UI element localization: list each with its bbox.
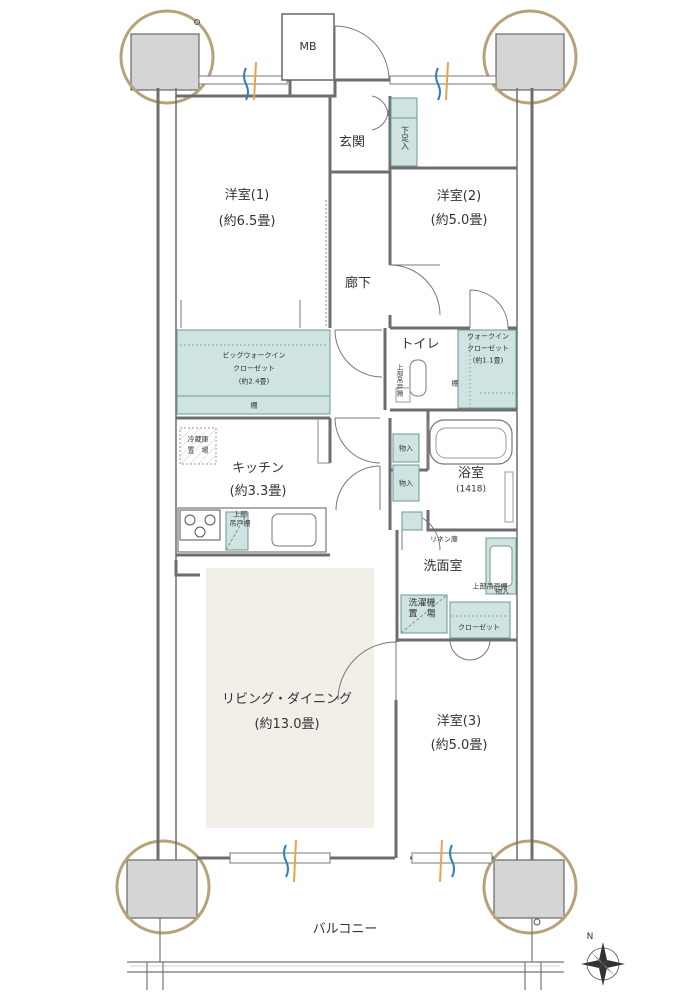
hallway-label: 廊下: [344, 276, 372, 291]
storage-a-label: 物入: [399, 444, 413, 453]
western2-name: 洋室(2): [436, 189, 482, 204]
balcony-label: バルコニー: [312, 922, 378, 937]
walkin-line1: ウォークイン: [467, 332, 509, 341]
structural-columns: [126, 33, 565, 919]
big-walkin-line2: クローゼット: [233, 364, 275, 373]
storage-b-label: 物入: [399, 479, 413, 488]
kitchen-upper-line1: 上部: [233, 510, 247, 519]
fridge-line2: 置 場: [187, 446, 209, 455]
mb-label: MB: [299, 40, 317, 53]
bathroom-size: (1418): [456, 484, 486, 495]
drain-icon: [533, 918, 541, 926]
living-name: リビング・ダイニング: [221, 692, 353, 707]
kitchen-size: (約3.3畳): [229, 484, 287, 499]
closet-3: [449, 601, 511, 639]
toilet-upper-cabinet-label: 上部吊戸棚: [395, 363, 403, 397]
western2-size: (約5.0畳): [430, 213, 488, 228]
mb-box: [281, 13, 335, 81]
washroom-storage-label: 物入: [495, 587, 509, 596]
western1-size: (約6.5畳): [218, 214, 276, 229]
washroom-label: 洗面室: [423, 559, 463, 574]
washroom-upper-label: 上部吊戸棚: [472, 582, 508, 591]
interior-walls: [174, 94, 517, 858]
bathroom-name: 浴室: [457, 466, 485, 481]
western3-name: 洋室(3): [436, 714, 482, 729]
western1-name: 洋室(1): [224, 188, 270, 203]
kitchen-sink: [271, 513, 317, 547]
toilet-label: トイレ: [400, 337, 440, 352]
kitchen-name: キッチン: [231, 461, 285, 476]
column-rings: [115, 9, 578, 935]
shoe-cabinet-label: 下足入: [400, 126, 410, 150]
shoe-cabinet: [390, 97, 418, 167]
closet3-label: クローゼット: [458, 623, 500, 632]
big-walkin-line1: ビッグウォークイン: [222, 351, 286, 360]
toilet-fixture: [409, 359, 427, 397]
walkin-shelf: 棚: [451, 379, 459, 388]
storage-a: [392, 433, 420, 463]
kitchen-upper-line2: 吊戸棚: [229, 519, 251, 528]
storage-b: [392, 464, 420, 502]
walkin-line2: クローゼット: [467, 344, 509, 353]
drain-icon-top: [194, 19, 200, 25]
washer-line1: 洗濯機: [408, 598, 436, 609]
washer-space: [400, 594, 448, 634]
compass-icon: [581, 942, 625, 986]
bathtub: [429, 419, 513, 465]
washer-line2: 置 場: [408, 609, 436, 620]
walkin-line3: (約1.1畳): [472, 356, 504, 365]
linen-cabinet: [401, 511, 423, 531]
living-floor-rug: [206, 568, 374, 828]
western3-size: (約5.0畳): [430, 738, 488, 753]
balcony: [127, 918, 564, 990]
fridge-line1: 冷蔵庫: [187, 435, 209, 444]
living-size: (約13.0畳): [254, 717, 320, 732]
big-walkin-closet: [176, 329, 331, 397]
big-walkin-line3: (約2.4畳): [238, 377, 270, 386]
stove-burners: [179, 509, 221, 541]
compass-north-label: N: [586, 932, 594, 942]
fridge-space: [179, 427, 217, 465]
walkin-closet: [457, 329, 517, 409]
airflow-indicators: [243, 61, 455, 883]
entrance-label: 玄関: [338, 135, 366, 150]
linen-label: リネン庫: [430, 535, 458, 544]
big-walkin-shelf: 棚: [250, 401, 258, 410]
